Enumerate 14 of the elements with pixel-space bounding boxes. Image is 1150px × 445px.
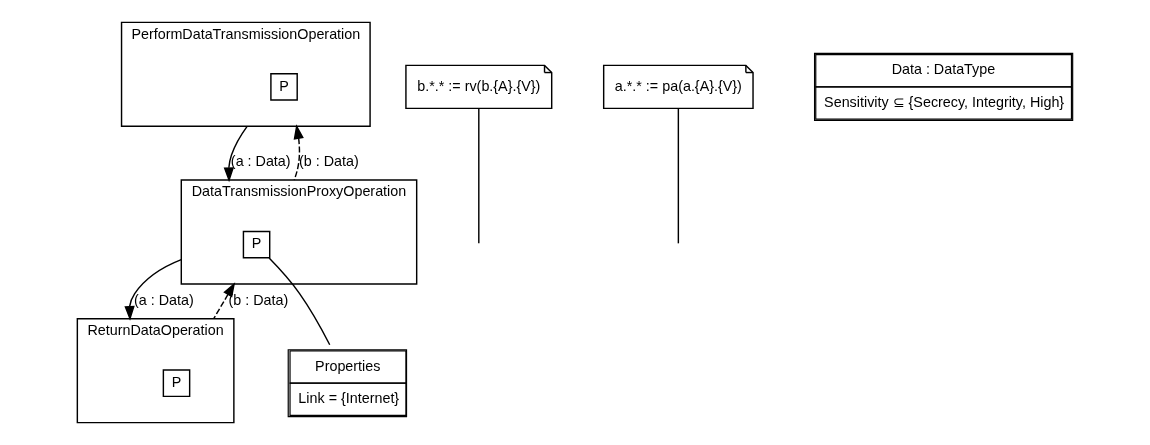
edge-label: (b : Data) — [298, 153, 359, 170]
arrow — [223, 125, 248, 183]
arrow — [293, 124, 304, 181]
edge-label: (a : Data) — [230, 153, 291, 170]
connector — [677, 108, 680, 245]
arrow — [124, 258, 182, 321]
edge-label: (b : Data) — [228, 292, 289, 309]
node-box: P — [242, 230, 271, 259]
connector — [268, 257, 331, 346]
arrow — [213, 282, 236, 320]
node-box: P — [162, 369, 191, 398]
edge-label: (a : Data) — [134, 292, 194, 309]
node-box: P — [270, 73, 298, 101]
connector — [478, 108, 480, 245]
